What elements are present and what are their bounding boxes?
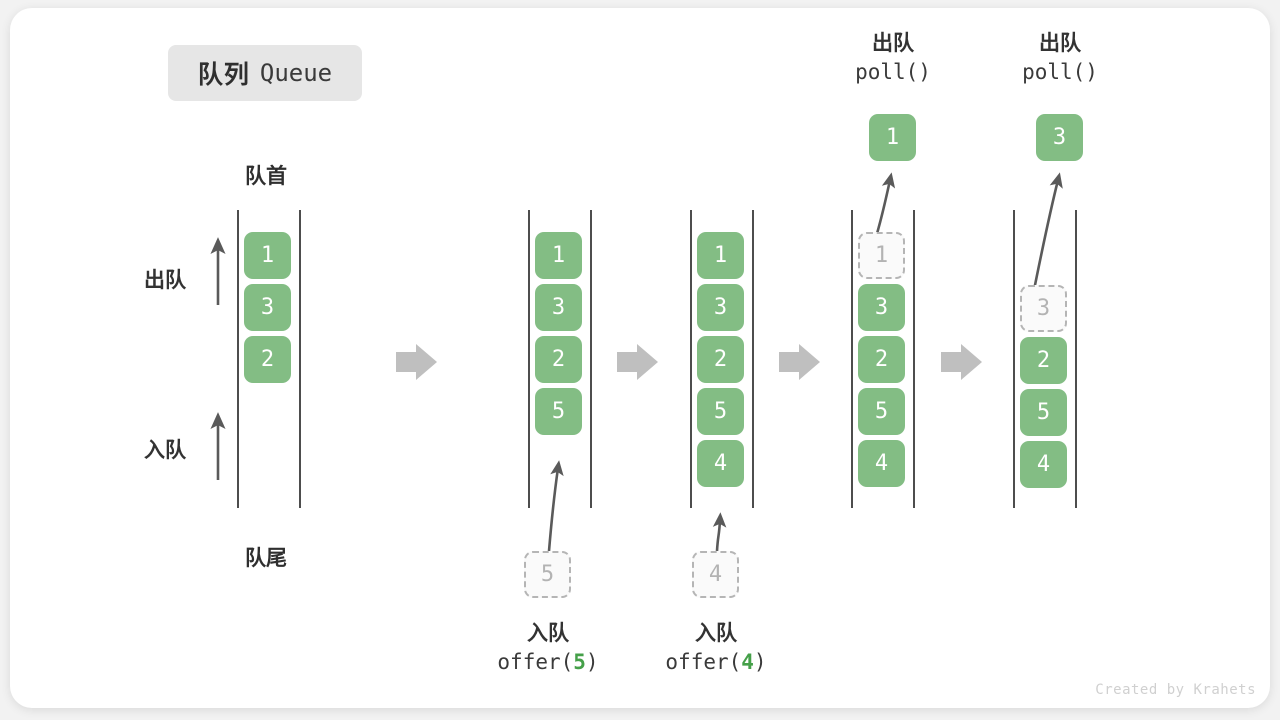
poll-3-caption-code: poll() — [1022, 60, 1098, 85]
poll-3-caption: 出队 poll() — [960, 30, 1160, 87]
queue-head-label: 队首 — [245, 165, 287, 188]
queue-rails-col5 — [1013, 210, 1077, 508]
title-badge: 队列 Queue — [168, 45, 362, 101]
queue-rails-col2 — [528, 210, 592, 508]
queue-cell[interactable]: 2 — [858, 336, 905, 383]
poll-3-arrow — [1030, 172, 1063, 301]
queue-rails-col3 — [690, 210, 754, 508]
offer-5-ghost-cell: 5 — [524, 551, 571, 598]
queue-cell[interactable]: 3 — [535, 284, 582, 331]
offer-5-caption-code: offer(5) — [497, 650, 599, 675]
queue-cell[interactable]: 3 — [244, 284, 291, 331]
flow-arrow-2 — [617, 344, 658, 380]
queue-cell[interactable]: 4 — [1020, 441, 1067, 488]
queue-cell[interactable]: 3 — [858, 284, 905, 331]
queue-column-after-offer-4: 1 3 2 5 4 — [697, 232, 744, 487]
poll-3-caption-cn: 出队 — [1039, 32, 1081, 55]
offer-5-arrow — [547, 460, 564, 552]
queue-rails-col4 — [851, 210, 915, 508]
queue-cell-ghost: 3 — [1020, 285, 1067, 332]
offer-5-caption: 入队 offer(5) — [448, 620, 648, 677]
dequeue-direction-label: 出队 — [144, 269, 186, 292]
offer-4-caption-cn: 入队 — [695, 622, 737, 645]
offer-4-arrow — [712, 512, 727, 552]
queue-cell[interactable]: 5 — [1020, 389, 1067, 436]
queue-rails-col1 — [237, 210, 301, 508]
queue-cell[interactable]: 2 — [1020, 337, 1067, 384]
queue-cell[interactable]: 1 — [244, 232, 291, 279]
queue-cell-ghost: 1 — [858, 232, 905, 279]
poll-1-output-cell: 1 — [869, 114, 916, 161]
queue-column-during-poll-1: 1 3 2 5 4 — [858, 232, 905, 487]
queue-column-after-offer-5: 1 3 2 5 — [535, 232, 582, 435]
offer-4-caption: 入队 offer(4) — [616, 620, 816, 677]
queue-tail-label: 队尾 — [245, 547, 287, 570]
offer-4-ghost-cell: 4 — [692, 551, 739, 598]
queue-cell[interactable]: 5 — [858, 388, 905, 435]
poll-3-output-cell: 3 — [1036, 114, 1083, 161]
flow-arrow-4 — [941, 344, 982, 380]
queue-column-initial: 1 3 2 — [244, 232, 291, 383]
poll-1-caption-cn: 出队 — [872, 32, 914, 55]
queue-cell[interactable]: 2 — [244, 336, 291, 383]
queue-cell[interactable]: 4 — [858, 440, 905, 487]
queue-cell[interactable]: 2 — [697, 336, 744, 383]
poll-1-caption-code: poll() — [855, 60, 931, 85]
queue-cell[interactable]: 1 — [697, 232, 744, 279]
queue-cell[interactable]: 5 — [697, 388, 744, 435]
poll-1-caption: 出队 poll() — [793, 30, 993, 87]
enqueue-direction-label: 入队 — [144, 439, 186, 462]
queue-cell[interactable]: 4 — [697, 440, 744, 487]
queue-column-during-poll-3: 3 2 5 4 — [1020, 285, 1067, 488]
title-en: Queue — [259, 59, 333, 87]
queue-cell[interactable]: 3 — [697, 284, 744, 331]
queue-cell[interactable]: 1 — [535, 232, 582, 279]
queue-cell[interactable]: 2 — [535, 336, 582, 383]
offer-5-caption-cn: 入队 — [527, 622, 569, 645]
watermark: Created by Krahets — [1095, 682, 1256, 698]
title-cn: 队列 — [197, 61, 250, 89]
flow-arrow-3 — [779, 344, 820, 380]
offer-4-caption-code: offer(4) — [665, 650, 767, 675]
flow-arrow-1 — [396, 344, 437, 380]
queue-cell[interactable]: 5 — [535, 388, 582, 435]
